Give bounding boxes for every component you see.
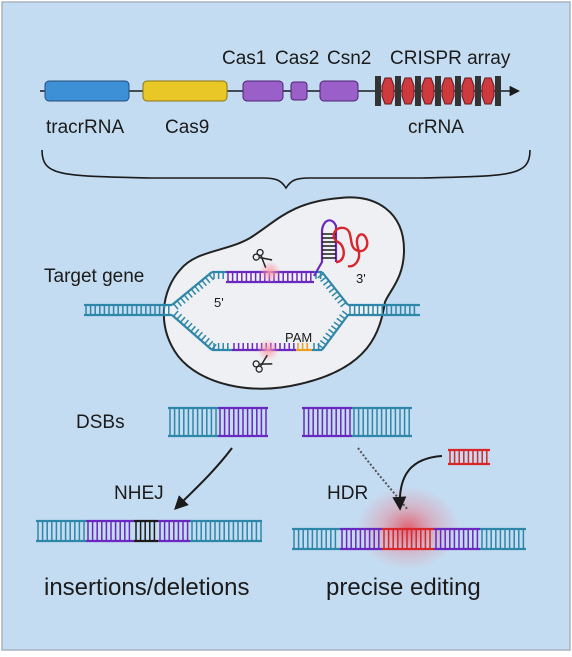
- operon: Cas1 Cas2 Csn2 CRISPR array tracrRNA Cas…: [40, 48, 531, 190]
- hdr-purple-left: [340, 527, 382, 551]
- guide-rna: [313, 219, 369, 277]
- hdr-outcome-label: precise editing: [326, 574, 481, 601]
- array-spacer-3: [441, 77, 455, 105]
- dna-left-duplex: [84, 303, 172, 317]
- hdr-product: [292, 527, 526, 551]
- array-spacer-1: [401, 77, 415, 105]
- three-prime-label: 3': [356, 271, 366, 286]
- target-dna: [84, 261, 420, 361]
- crispr-array: [375, 76, 501, 106]
- array-spacer-2: [421, 77, 435, 105]
- nhej-purple-right: [158, 519, 190, 543]
- crrna-label: crRNA: [408, 117, 464, 138]
- dsb-left-blue: [168, 406, 218, 438]
- dsb-right-purple: [302, 406, 352, 438]
- pam-site: [296, 343, 312, 352]
- operon-brace: [41, 149, 531, 190]
- dsb-fragment-right: [302, 406, 412, 438]
- cas1-label: Cas1: [222, 48, 266, 69]
- bottom-strand-left: [212, 343, 232, 352]
- bottom-strand-right: [312, 343, 322, 352]
- cas9-protein: [162, 196, 406, 390]
- cut-glow-top: [259, 261, 281, 283]
- tracrrna-label: tracrRNA: [46, 117, 124, 138]
- pam-label: PAM: [285, 330, 312, 345]
- nhej-product: [36, 519, 262, 543]
- top-strand-rise-left: [171, 271, 215, 310]
- cut-glow-bottom: [257, 339, 279, 361]
- csn2-label: Csn2: [327, 48, 371, 69]
- dsb-left-purple: [218, 406, 268, 438]
- tracrrna-tail: [332, 226, 369, 268]
- repair-pathways: DSBs NHEJ HDR insertions/deletions preci…: [36, 406, 526, 601]
- nhej-indel: [134, 519, 158, 543]
- crispr-array-label: CRISPR array: [390, 48, 511, 69]
- scissors-bottom-icon: [252, 354, 273, 373]
- dsb-right-blue: [352, 406, 412, 438]
- array-repeat-1: [395, 76, 401, 106]
- hairpin-stem: [322, 233, 336, 259]
- scissors-group: [252, 248, 273, 373]
- nhej-arrow: [174, 447, 233, 510]
- cas9-label: Cas9: [165, 117, 209, 138]
- array-repeat-5: [475, 76, 481, 106]
- cas2-label: Cas2: [275, 48, 319, 69]
- donor-template-dna: [448, 448, 490, 466]
- array-repeat-0: [375, 76, 381, 106]
- nhej-blue-right: [190, 519, 262, 543]
- csn2-gene: [319, 80, 359, 102]
- array-repeat-6: [495, 76, 501, 106]
- target-gene-label: Target gene: [44, 266, 144, 287]
- array-spacer-0: [381, 77, 395, 105]
- dna-right-duplex: [348, 303, 420, 317]
- hdr-purple-right: [434, 527, 480, 551]
- cas1-gene: [242, 80, 284, 102]
- dsb-fragment-left: [168, 406, 268, 438]
- hdr-blue-right: [480, 527, 526, 551]
- hdr-label: HDR: [327, 483, 368, 504]
- cas9-gene: [142, 80, 228, 102]
- donor-template: [448, 448, 490, 466]
- tracrrna-gene: [44, 80, 130, 102]
- array-spacer-4: [461, 77, 475, 105]
- nhej-blue-left: [36, 519, 86, 543]
- guide-hairpin: [313, 219, 338, 277]
- top-strand-fall-right: [317, 271, 349, 308]
- nhej-outcome-label: insertions/deletions: [44, 574, 249, 601]
- hdr-blue-left: [292, 527, 340, 551]
- array-repeat-2: [415, 76, 421, 106]
- cas9-complex: Target gene 5' 3' PAM: [44, 196, 420, 390]
- array-spacer-5: [481, 77, 495, 105]
- array-repeat-4: [455, 76, 461, 106]
- top-strand-left: [212, 270, 226, 279]
- scissors-top-icon: [252, 248, 273, 268]
- array-repeat-3: [435, 76, 441, 106]
- nhej-label: NHEJ: [114, 483, 164, 504]
- five-prime-label: 5': [214, 295, 224, 310]
- dsbs-label: DSBs: [76, 412, 125, 433]
- nhej-purple-left: [86, 519, 134, 543]
- cas2-gene: [290, 81, 308, 101]
- hdr-edit: [382, 527, 434, 551]
- hdr-arrow-donor: [392, 455, 443, 511]
- bottom-strand-drop-left: [171, 310, 217, 351]
- bottom-strand-rise-right: [317, 310, 349, 351]
